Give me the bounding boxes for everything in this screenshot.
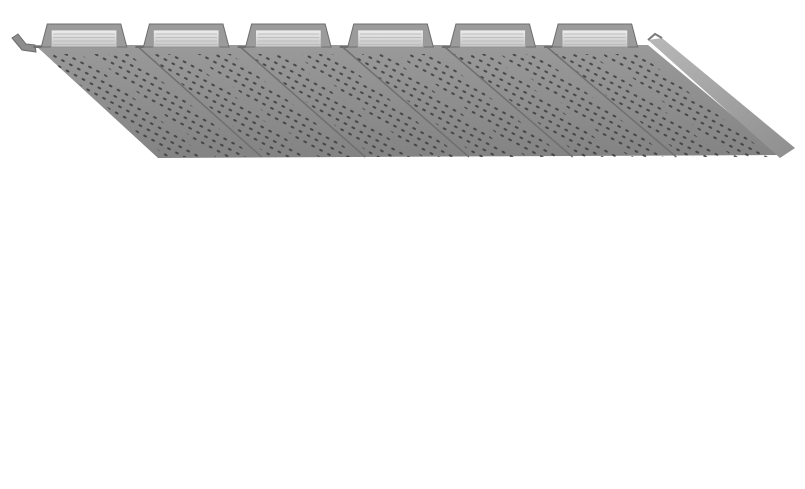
perforation-band <box>397 54 565 157</box>
top-ribs <box>33 23 639 48</box>
perforation-strips <box>43 45 772 158</box>
panel-seam <box>443 45 574 158</box>
panel-edge-right <box>647 32 795 158</box>
panel-seam <box>136 45 263 158</box>
rib <box>33 23 128 48</box>
perforation-band <box>193 54 358 157</box>
perforation-band <box>91 54 254 157</box>
panel-seam <box>341 45 470 158</box>
panel-edge-left <box>11 33 37 53</box>
perforation-band <box>349 54 516 157</box>
rib <box>544 23 639 48</box>
rib <box>339 23 434 48</box>
perforation-band <box>145 54 309 157</box>
perforation-band <box>499 54 669 157</box>
perforation-band <box>554 54 723 157</box>
perforation-band <box>451 54 620 157</box>
panel-seam <box>238 45 366 158</box>
rib <box>237 23 332 48</box>
perforation-band <box>295 54 461 157</box>
rib <box>135 23 230 48</box>
panel-seam <box>545 45 677 158</box>
perforation-band <box>602 54 772 157</box>
rib <box>441 23 537 48</box>
perforation-band <box>247 54 412 157</box>
perforation-band <box>43 54 205 157</box>
